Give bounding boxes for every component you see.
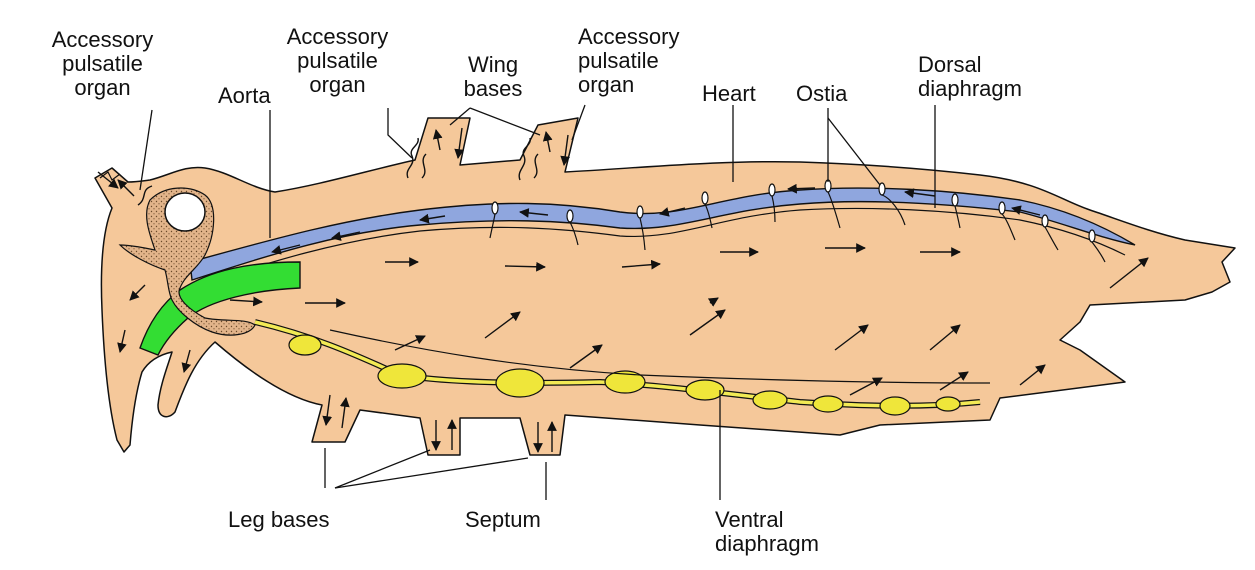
label-ostia: Ostia — [796, 82, 847, 106]
eye — [164, 192, 206, 232]
label-accessory-pulsatile-organ-thorax: Accessory pulsatile organ — [578, 25, 679, 97]
label-heart: Heart — [702, 82, 756, 106]
antenna-detail — [99, 171, 121, 181]
label-line: Ostia — [796, 81, 848, 106]
accessory-organ-squiggles — [137, 137, 539, 206]
green-aorta-tube — [139, 261, 301, 356]
label-line: Leg bases — [228, 507, 330, 532]
dorsal-diaphragm-line — [194, 207, 1126, 287]
label-line: Wing — [467, 52, 519, 77]
label-dorsal-diaphragm: Dorsal diaphragm — [918, 53, 1022, 101]
label-accessory-pulsatile-organ-wing: Accessory pulsatile organ — [275, 25, 400, 97]
label-line: diaphragm — [918, 76, 1022, 101]
label-line: organ — [578, 72, 635, 97]
label-line: Accessory — [578, 24, 680, 49]
brain-organ — [118, 187, 256, 336]
label-line: organ — [309, 72, 366, 97]
label-septum: Septum — [465, 508, 541, 532]
ventral-diaphragm-line — [329, 329, 991, 384]
label-line: Accessory — [286, 24, 389, 49]
label-accessory-pulsatile-organ-head: Accessory pulsatile organ — [40, 28, 165, 100]
label-line: Aorta — [218, 83, 271, 108]
label-line: diaphragm — [715, 531, 819, 556]
label-line: Ventral — [715, 507, 784, 532]
heart-vessel — [189, 187, 1136, 281]
label-line: pulsatile — [297, 48, 378, 73]
label-leg-bases: Leg bases — [228, 508, 330, 532]
label-ventral-diaphragm: Ventral diaphragm — [715, 508, 819, 556]
leader-lines — [139, 104, 936, 500]
label-line: pulsatile — [578, 48, 659, 73]
label-line: Accessory — [51, 27, 154, 52]
label-line: Heart — [702, 81, 756, 106]
label-line: Septum — [465, 507, 541, 532]
label-line: Dorsal — [918, 52, 982, 77]
ganglia — [288, 334, 961, 416]
label-line: pulsatile — [62, 51, 143, 76]
label-wing-bases: Wing bases — [448, 53, 538, 101]
label-line: bases — [463, 76, 523, 101]
flow-arrows — [97, 127, 1149, 453]
ostia-inflow-curves — [489, 191, 1106, 263]
label-line: organ — [74, 75, 131, 100]
label-aorta: Aorta — [218, 84, 271, 108]
